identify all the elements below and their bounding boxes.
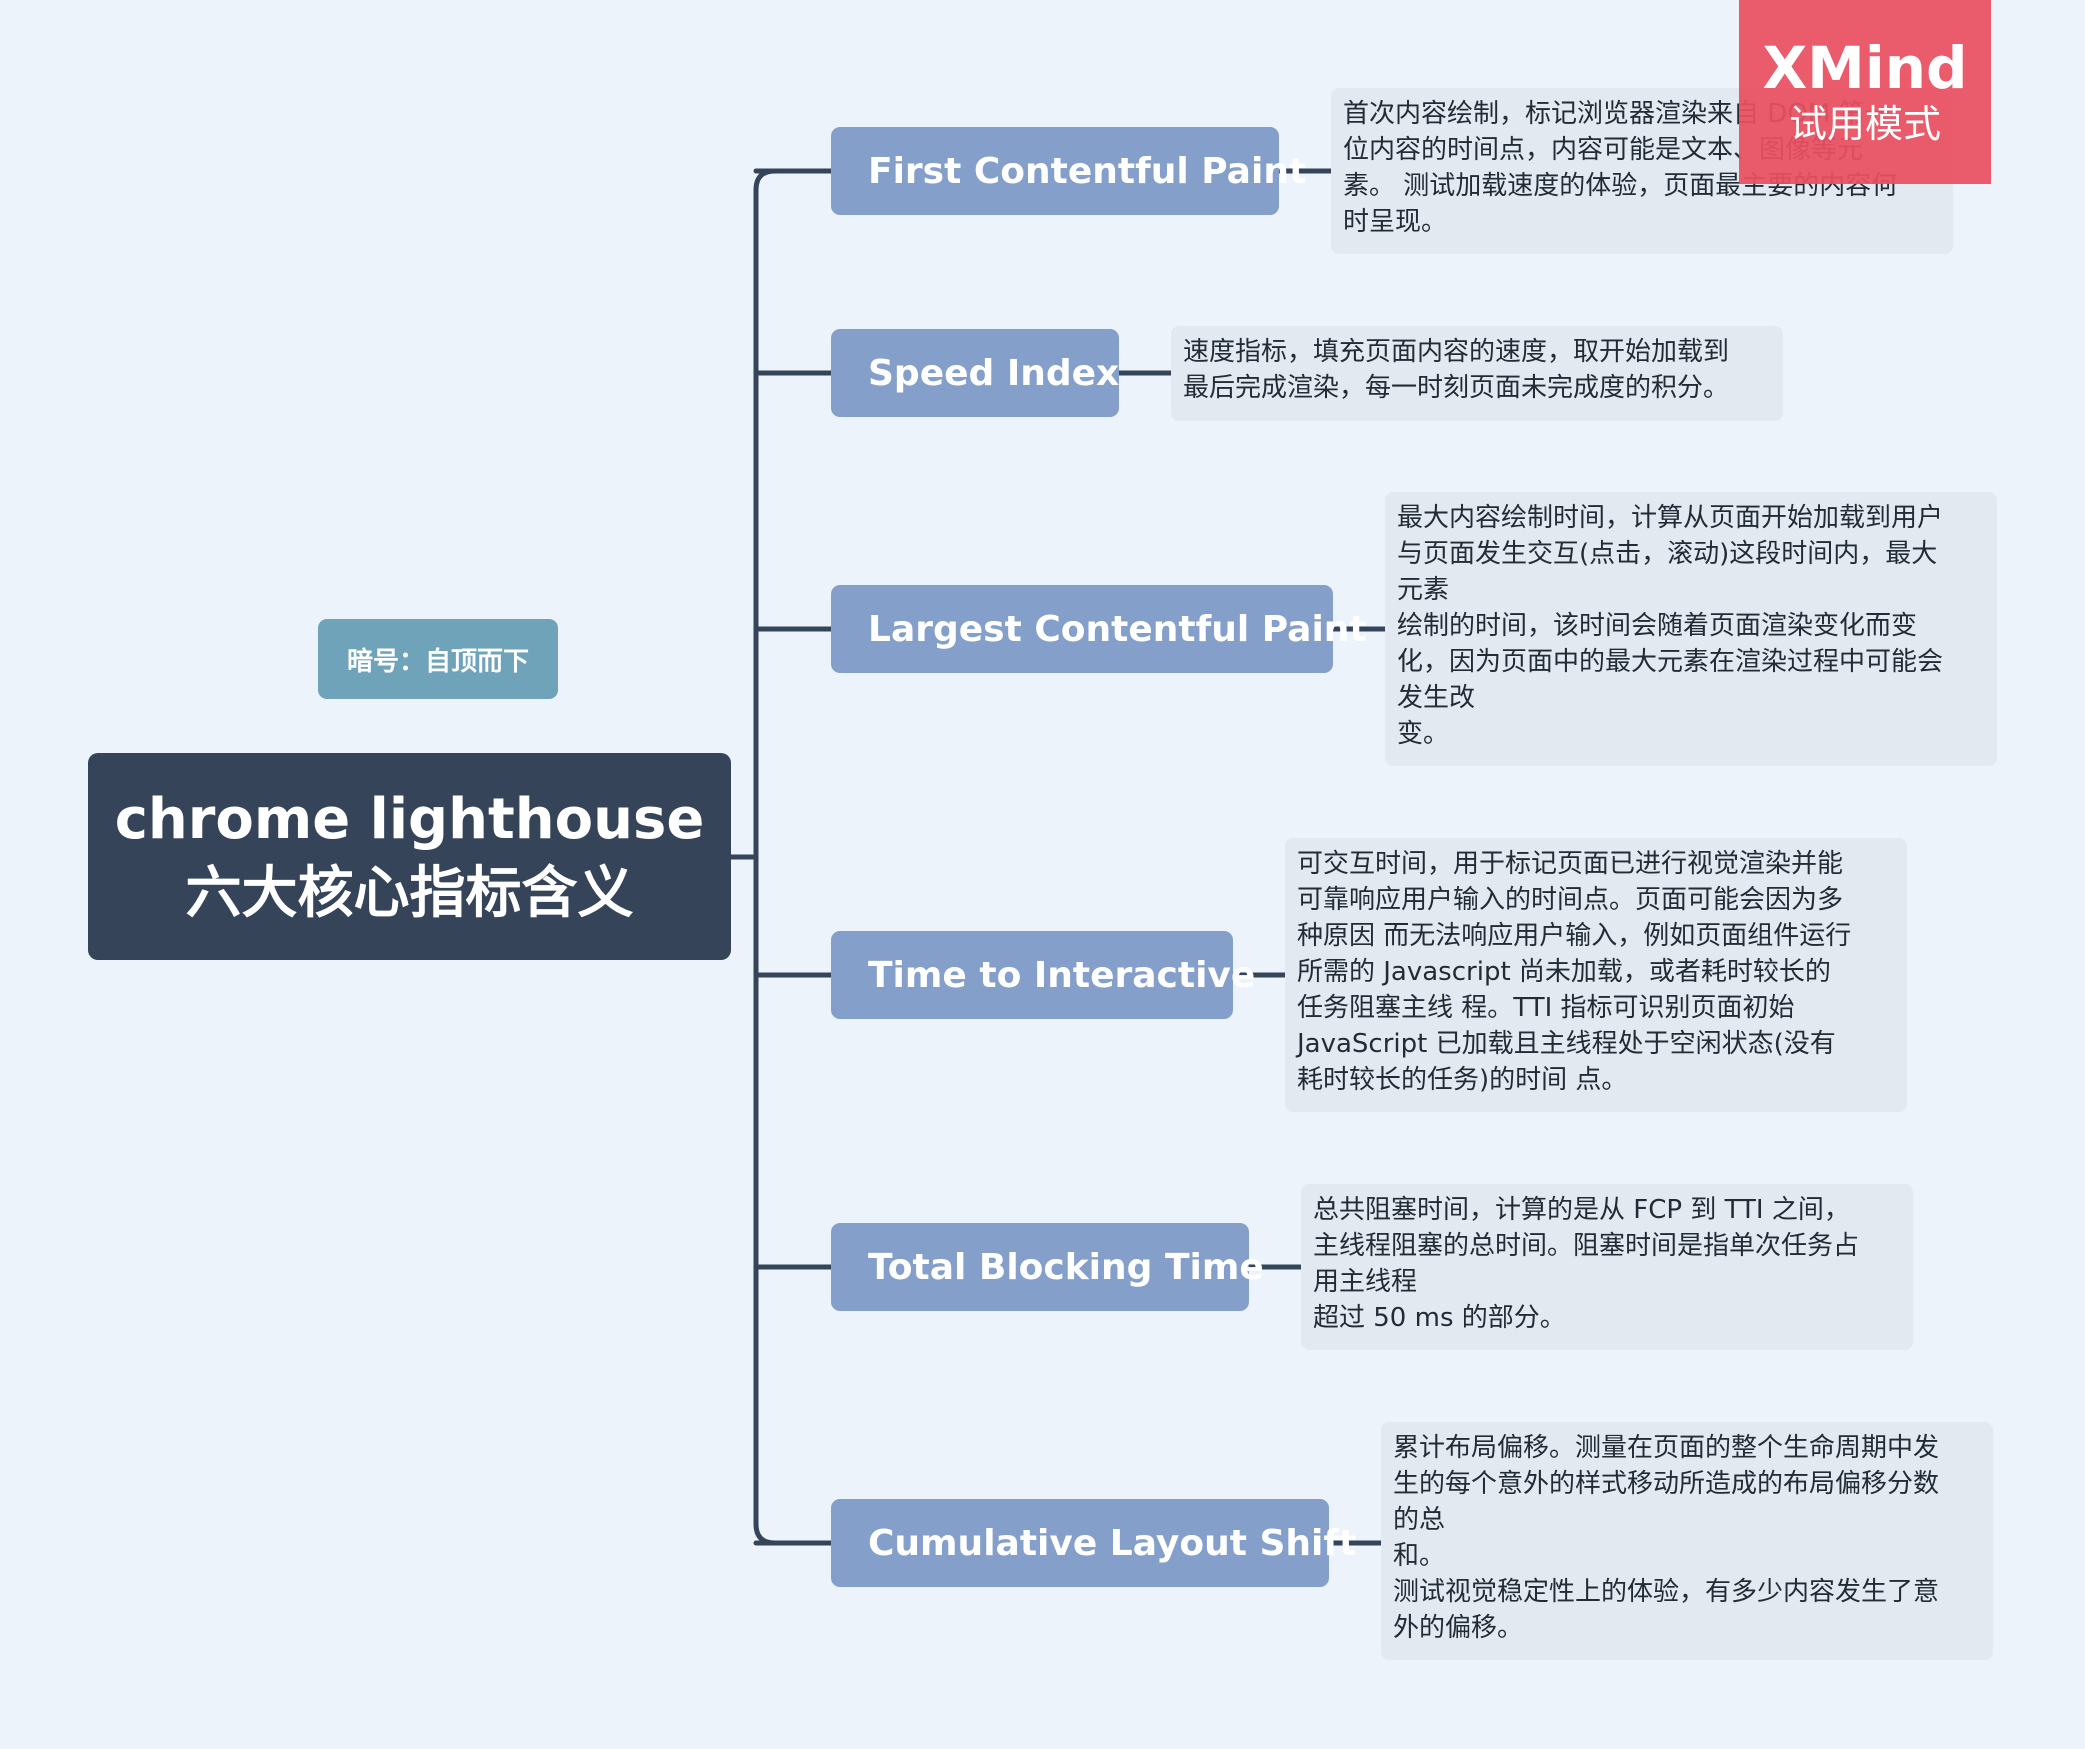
watermark-mode: 试用模式 bbox=[1788, 102, 1941, 146]
note-largest-contentful-paint[interactable]: 最大内容绘制时间，计算从页面开始加载到用户 与页面发生交互(点击，滚动)这段时间… bbox=[1385, 492, 1997, 766]
topic-total-blocking-time[interactable]: Total Blocking Time bbox=[831, 1223, 1264, 1311]
note-line: 速度指标，填充页面内容的速度，取开始加载到 bbox=[1183, 337, 1730, 367]
note-total-blocking-time[interactable]: 总共阻塞时间，计算的是从 FCP 到 TTI 之间， 主线程阻塞的总时间。阻塞时… bbox=[1301, 1184, 1913, 1350]
note-line: 最大内容绘制时间，计算从页面开始加载到用户 bbox=[1397, 503, 1944, 533]
note-line: 与页面发生交互(点击，滚动)这段时间内，最大 bbox=[1397, 539, 1938, 569]
central-topic-line2: 六大核心指标含义 bbox=[185, 860, 634, 926]
note-line: 绘制的时间，该时间会随着页面渲染变化而变 bbox=[1397, 611, 1918, 641]
note-speed-index[interactable]: 速度指标，填充页面内容的速度，取开始加载到 最后完成渲染，每一时刻页面未完成度的… bbox=[1171, 326, 1783, 421]
note-line: 主线程阻塞的总时间。阻塞时间是指单次任务占 bbox=[1313, 1231, 1860, 1261]
note-line: 总共阻塞时间，计算的是从 FCP 到 TTI 之间， bbox=[1313, 1195, 1850, 1225]
note-line: 发生改 bbox=[1397, 683, 1476, 713]
note-cumulative-layout-shift[interactable]: 累计布局偏移。测量在页面的整个生命周期中发 生的每个意外的样式移动所造成的布局偏… bbox=[1381, 1422, 1993, 1660]
central-topic[interactable]: chrome lighthouse 六大核心指标含义 bbox=[88, 753, 731, 960]
floating-label[interactable]: 暗号：自顶而下 bbox=[318, 619, 558, 699]
note-line: 所需的 Javascript 尚未加载，或者耗时较长的 bbox=[1297, 957, 1831, 987]
note-line: 种原因 而无法响应用户输入，例如页面组件运行 bbox=[1297, 921, 1852, 951]
note-line: 外的偏移。 bbox=[1393, 1613, 1524, 1643]
note-line: 的总 bbox=[1393, 1505, 1446, 1535]
note-line: 耗时较长的任务)的时间 点。 bbox=[1297, 1065, 1628, 1095]
trial-watermark: XMind 试用模式 bbox=[1739, 0, 1991, 184]
topic-cumulative-layout-shift[interactable]: Cumulative Layout Shift bbox=[831, 1499, 1356, 1587]
note-line: 生的每个意外的样式移动所造成的布局偏移分数 bbox=[1393, 1469, 1940, 1499]
note-line: 变。 bbox=[1397, 719, 1450, 749]
spine-line bbox=[753, 168, 778, 1546]
note-line: 用主线程 bbox=[1313, 1267, 1418, 1297]
topic-first-contentful-paint[interactable]: First Contentful Paint bbox=[831, 127, 1306, 215]
topic-time-to-interactive[interactable]: Time to Interactive bbox=[831, 931, 1255, 1019]
note-line: 化，因为页面中的最大元素在渲染过程中可能会 bbox=[1397, 647, 1944, 677]
note-line: 测试视觉稳定性上的体验，有多少内容发生了意 bbox=[1393, 1577, 1940, 1607]
topic-speed-index[interactable]: Speed Index bbox=[831, 329, 1119, 417]
note-line: 可交互时间，用于标记页面已进行视觉渲染并能 bbox=[1297, 849, 1844, 879]
central-topic-line1: chrome lighthouse bbox=[114, 786, 705, 852]
note-line: 元素 bbox=[1397, 575, 1450, 605]
note-line: 可靠响应用户输入的时间点。页面可能会因为多 bbox=[1297, 885, 1844, 915]
note-time-to-interactive[interactable]: 可交互时间，用于标记页面已进行视觉渲染并能 可靠响应用户输入的时间点。页面可能会… bbox=[1285, 838, 1907, 1112]
watermark-brand: XMind bbox=[1762, 34, 1968, 102]
note-line: 最后完成渲染，每一时刻页面未完成度的积分。 bbox=[1183, 373, 1730, 403]
topic-largest-contentful-paint[interactable]: Largest Contentful Paint bbox=[831, 585, 1367, 673]
note-line: 累计布局偏移。测量在页面的整个生命周期中发 bbox=[1393, 1433, 1940, 1463]
note-line: 任务阻塞主线 程。TTI 指标可识别页面初始 bbox=[1297, 993, 1795, 1023]
note-line: JavaScript 已加载且主线程处于空闲状态(没有 bbox=[1297, 1029, 1836, 1059]
note-line: 超过 50 ms 的部分。 bbox=[1313, 1303, 1566, 1333]
note-line: 和。 bbox=[1393, 1541, 1446, 1571]
note-line: 时呈现。 bbox=[1343, 207, 1448, 237]
